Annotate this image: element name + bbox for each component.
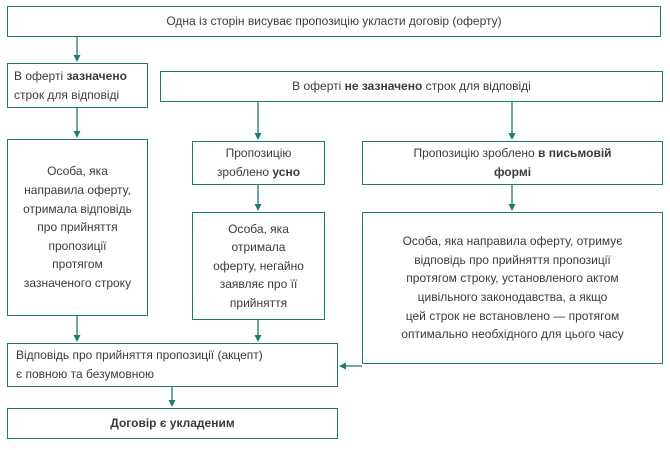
node-text: Особа, яка направила оферту, отримує від… <box>401 234 624 342</box>
node-contract-concluded: Договір є укладеним <box>7 408 338 439</box>
node-text: Відповідь про прийняття пропозиції (акце… <box>16 348 263 381</box>
node-term-not-specified: В оферті не зазначено строк для відповід… <box>160 71 663 102</box>
node-text: Пропозицію зроблено усно <box>216 146 301 179</box>
node-text: В оферті зазначено строк для відповіді <box>14 68 127 102</box>
node-offer-oral: Пропозицію зроблено усно <box>192 141 325 185</box>
node-acceptance: Відповідь про прийняття пропозиції (акце… <box>7 343 338 387</box>
node-written-result: Особа, яка направила оферту, отримує від… <box>362 212 663 364</box>
node-text: В оферті не зазначено строк для відповід… <box>292 79 531 94</box>
node-oral-result: Особа, яка отримала оферту, негайно заяв… <box>192 212 325 320</box>
node-offer-written: Пропозицію зроблено в письмовій формі <box>362 141 663 185</box>
node-text: Особа, яка отримала оферту, негайно заяв… <box>213 221 304 310</box>
node-term-specified: В оферті зазначено строк для відповіді <box>7 63 148 108</box>
node-specified-term-result: Особа, яка направила оферту, отримала ві… <box>7 139 148 316</box>
node-text: Одна із сторін висуває пропозицію укласт… <box>166 14 502 29</box>
node-text: Особа, яка направила оферту, отримала ві… <box>23 164 132 290</box>
node-text: Договір є укладеним <box>110 416 235 431</box>
node-offer-proposal: Одна із сторін висуває пропозицію укласт… <box>7 6 661 37</box>
node-text: Пропозицію зроблено в письмовій формі <box>413 146 612 179</box>
